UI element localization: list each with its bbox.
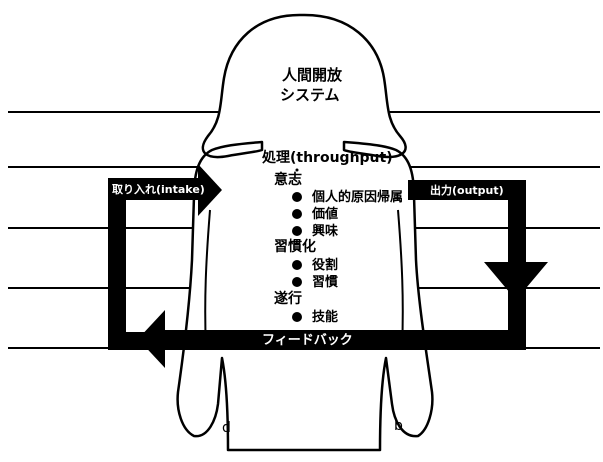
item-personal-causation: 個人的原因帰属 — [311, 189, 403, 205]
bullet-habits — [292, 277, 302, 287]
system-title-line1: 人間開放 — [282, 66, 343, 84]
output-label: 出力(output) — [430, 183, 504, 197]
group-heading-habituation: 習慣化 — [274, 238, 316, 255]
bullet-interests — [292, 226, 302, 236]
right-palm-mark: b — [394, 418, 403, 434]
process-heading: 処理(throughput) — [261, 149, 393, 166]
intake-label: 取り入れ(intake) — [112, 183, 205, 196]
bullet-roles — [292, 260, 302, 270]
intake-path-vertical — [108, 178, 126, 350]
group-heading-volition: 意志 — [274, 171, 302, 188]
item-roles: 役割 — [312, 257, 338, 273]
intake-path-bottom — [108, 332, 152, 350]
system-title-line2: システム — [280, 86, 340, 104]
item-interests: 興味 — [312, 223, 338, 239]
feedback-label: フィードバック — [262, 333, 353, 348]
bullet-skills — [292, 312, 302, 322]
group-heading-performance: 遂行 — [274, 290, 302, 307]
item-skills: 技能 — [312, 309, 338, 325]
left-palm-mark: d — [222, 420, 231, 436]
item-values: 価値 — [311, 206, 338, 222]
bullet-causation — [292, 192, 302, 202]
item-habits: 習慣 — [312, 274, 338, 290]
bullet-values — [292, 209, 302, 219]
